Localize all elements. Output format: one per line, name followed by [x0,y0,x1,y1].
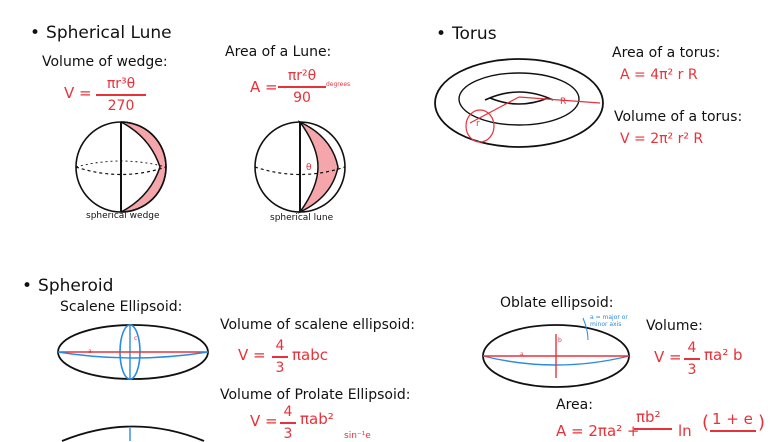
area-label: Area: [556,397,593,413]
oblate-note-arrow [582,317,589,341]
volume-scalene-denominator: 3 [275,360,285,376]
spheroid-heading: Spheroid [22,278,113,295]
oblate-volume-lhs: V = [654,348,682,366]
spherical-wedge-caption: spherical wedge [86,211,160,221]
volume-wedge-label: Volume of wedge: [42,54,168,70]
wedge-equator-back [75,160,167,168]
area-lune-fraction: πr²θ 90 [278,68,326,106]
area-lune-label: Area of a Lune: [225,44,332,60]
volume-scalene-tail: πabc [292,346,328,364]
volume-scalene-fraction: 4 3 [272,338,288,376]
torus-R-line [518,96,601,104]
degrees-note: degrees [326,81,351,88]
volume-prolate-lhs: V = [250,412,278,430]
torus-area-formula: A = 4π² r R [620,67,698,83]
torus-r-label: r [476,119,480,129]
torus-hole-top [484,91,554,101]
volume-prolate-numerator: 4 [283,404,293,420]
area-open-paren: ( [702,412,710,433]
spherical-lune-heading: Spherical Lune [30,25,172,42]
area-inner-numerator: 1 + e [712,410,753,428]
oblate-label-b: b [558,337,562,344]
oblate-volume-fraction: 4 3 [684,340,700,378]
volume-wedge-fraction: πr³θ 270 [96,76,146,114]
wedge-shaded-region [120,121,167,213]
area-inner-fraction-bar [710,430,756,432]
torus-area-label: Area of a torus: [612,45,721,61]
torus-outer-outline [434,58,604,148]
oblate-note: a = major or minor axis [590,314,628,329]
scalene-ellipsoid-figure [57,324,209,380]
torus-figure [434,58,604,148]
oblate-label-a: a [520,351,524,358]
spherical-wedge-figure [75,121,167,213]
prolate-ellipsoid-figure-partial [61,425,205,442]
lune-theta-mark: θ [306,163,312,173]
partial-sin-formula: sin⁻¹e [344,431,371,441]
oblate-volume-label: Volume: [646,318,703,334]
oblate-volume-numerator: 4 [687,340,697,356]
oblate-volume-tail: πa² b [704,346,743,364]
scalene-equator [57,351,209,359]
volume-prolate-denominator: 3 [283,426,293,442]
volume-scalene-lhs: V = [238,346,266,364]
area-fraction-bar [634,428,672,430]
fraction-bar [684,358,700,360]
spherical-lune-caption: spherical lune [270,213,334,223]
fraction-bar [280,422,296,424]
torus-hole-bottom [489,97,549,105]
torus-R-label: R [560,97,567,107]
fraction-bar [272,356,288,358]
volume-scalene-label: Volume of scalene ellipsoid: [220,317,415,333]
torus-volume-label: Volume of a torus: [614,109,743,125]
volume-prolate-fraction: 4 3 [280,404,296,442]
volume-wedge-numerator: πr³θ [106,76,136,92]
torus-r-line [469,96,520,124]
volume-wedge-lhs: V = [64,84,92,102]
torus-heading: Torus [436,26,497,43]
scalene-label-c: c [134,335,138,342]
volume-scalene-numerator: 4 [275,338,285,354]
prolate-outline-partial [61,425,205,442]
spherical-lune-figure: θ [254,120,346,214]
torus-mid-outline [458,72,580,126]
area-lune-lhs: A = [250,78,278,96]
volume-prolate-label: Volume of Prolate Ellipsoid: [220,387,411,403]
fraction-bar [278,86,326,88]
area-formula-numerator: πb² [636,408,661,426]
fraction-bar [96,94,146,96]
area-formula-ln: ln [678,422,692,440]
torus-tube-circle [465,109,495,143]
scalene-ellipsoid-label: Scalene Ellipsoid: [60,299,183,315]
scalene-label-a: a [88,348,92,355]
oblate-volume-denominator: 3 [687,362,697,378]
area-lune-denominator: 90 [293,90,311,106]
volume-wedge-denominator: 270 [107,98,135,114]
area-close-paren: ) [758,412,766,433]
oblate-ellipsoid-figure [482,317,630,388]
volume-prolate-tail: πab² [300,410,334,428]
area-lune-numerator: πr²θ [287,68,317,84]
oblate-ellipsoid-label: Oblate ellipsoid: [500,295,614,311]
torus-volume-formula: V = 2π² r² R [620,131,704,147]
area-formula-lhs: A = 2πa² + [556,422,640,440]
